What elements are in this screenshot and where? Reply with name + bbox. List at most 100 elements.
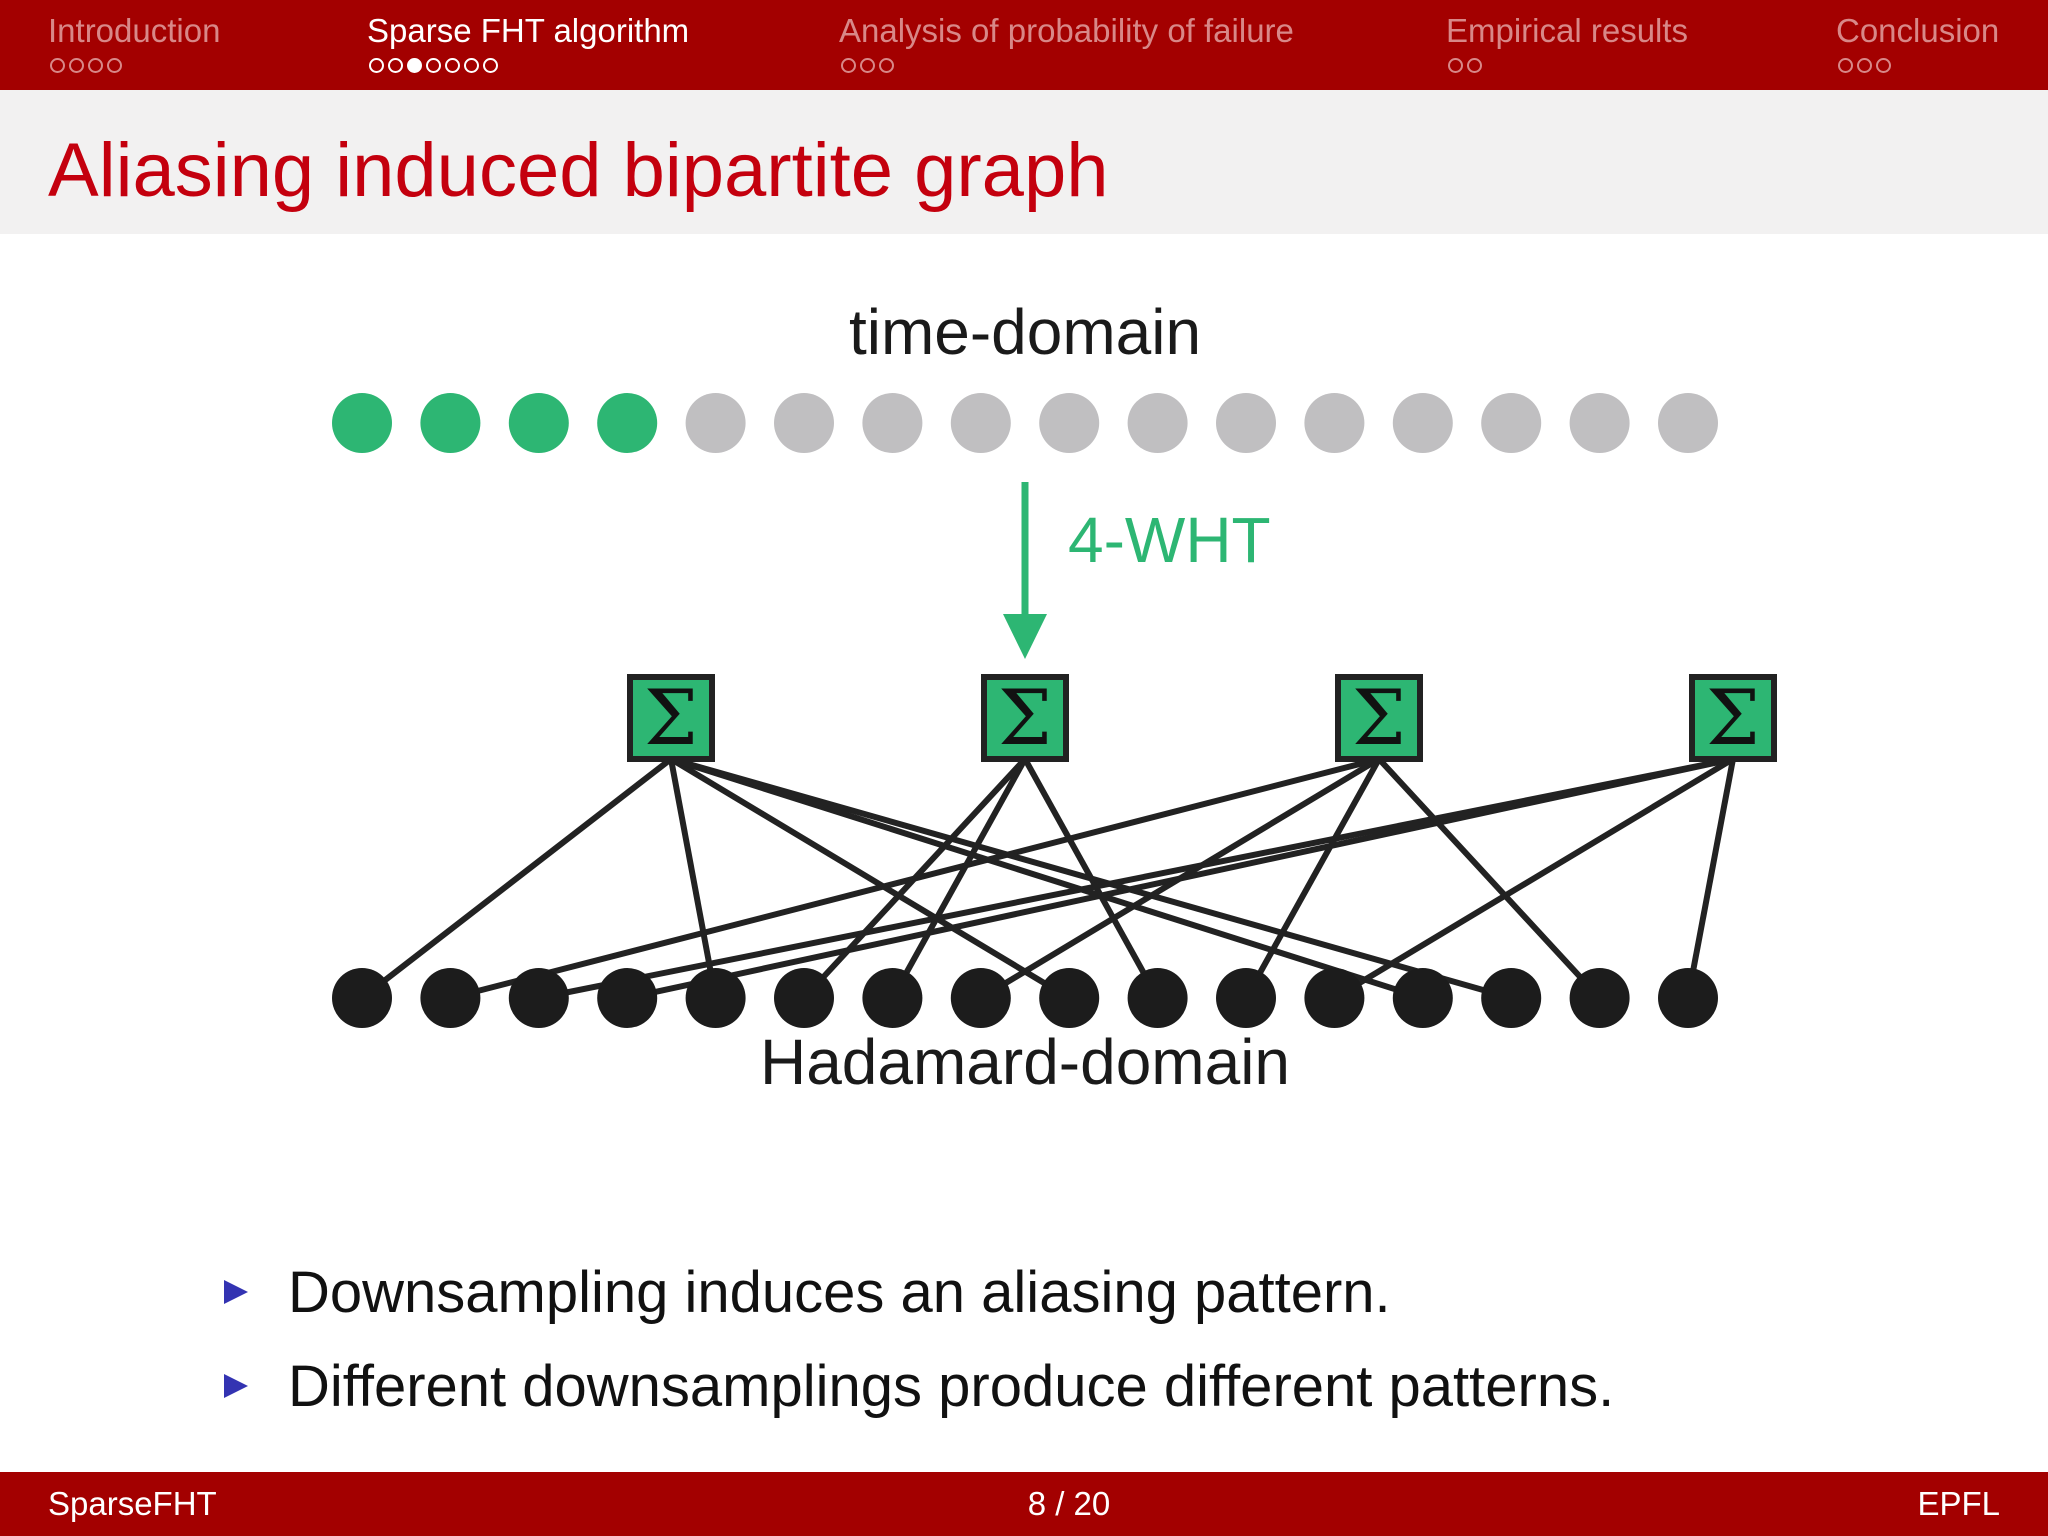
nav-section-label: Sparse FHT algorithm — [367, 12, 690, 49]
alias-edge — [668, 758, 719, 999]
nav-slide-dot[interactable] — [1876, 58, 1891, 73]
time-node — [1039, 393, 1100, 453]
nav-section-conclusion[interactable]: Conclusion — [1836, 10, 1999, 73]
nav-slide-dots — [50, 58, 220, 73]
time-node — [1304, 393, 1365, 453]
nav-slide-dots — [369, 58, 689, 73]
sum-check-node: Σ — [1689, 673, 1777, 762]
hadamard-node — [774, 968, 834, 1028]
nav-slide-dot[interactable] — [388, 58, 403, 73]
time-node — [1569, 393, 1630, 453]
sum-check-node: Σ — [1335, 673, 1423, 762]
nav-slide-dot[interactable] — [464, 58, 479, 73]
hadamard-node — [862, 968, 923, 1028]
nav-slide-dot[interactable] — [69, 58, 84, 73]
section-navbar: Introduction Sparse FHT algorithm Analys… — [0, 0, 2048, 90]
alias-edges — [360, 756, 1736, 1001]
alias-edge — [670, 756, 1424, 1001]
hadamard-node — [1216, 968, 1276, 1028]
hadamard-domain-nodes — [332, 968, 1718, 1028]
hadamard-node — [597, 968, 658, 1028]
time-node — [1658, 393, 1718, 453]
nav-section-sparse-fht-algorithm[interactable]: Sparse FHT algorithm — [367, 10, 689, 73]
alias-edge — [1243, 757, 1382, 1000]
sum-box — [981, 674, 1069, 762]
sum-symbol: Σ — [1352, 673, 1406, 762]
hadamard-node — [1127, 968, 1188, 1028]
nav-slide-dot[interactable] — [50, 58, 65, 73]
nav-slide-dot[interactable] — [483, 58, 498, 73]
time-node — [774, 393, 834, 453]
hadamard-node — [1392, 968, 1453, 1028]
title-bar: Aliasing induced bipartite graph — [0, 90, 2048, 234]
nav-slide-dot[interactable] — [860, 58, 875, 73]
hadamard-node — [332, 968, 392, 1028]
nav-slide-dots — [1838, 58, 1999, 73]
footer-institution: EPFL — [1917, 1485, 2000, 1522]
time-node — [1481, 393, 1542, 453]
sum-box — [627, 674, 715, 762]
hadamard-node — [1658, 968, 1718, 1028]
nav-section-label: Conclusion — [1836, 12, 2000, 49]
sum-symbol: Σ — [1706, 673, 1760, 762]
hadamard-node — [1481, 968, 1542, 1028]
sum-check-node: Σ — [627, 673, 715, 762]
sum-box — [1689, 674, 1777, 762]
alias-edge — [801, 756, 1028, 1001]
time-node — [1392, 393, 1453, 453]
nav-section-label: Empirical results — [1446, 12, 1689, 49]
time-node — [685, 393, 746, 453]
sum-symbol: Σ — [998, 673, 1052, 762]
nav-section-analysis[interactable]: Analysis of probability of failure — [839, 10, 1294, 73]
bullet-triangle-icon — [224, 1374, 248, 1398]
time-domain-label: time-domain — [849, 296, 1201, 368]
nav-slide-dot[interactable] — [445, 58, 460, 73]
sampled-time-node — [420, 393, 481, 453]
nav-slide-dot[interactable] — [407, 58, 422, 73]
nav-slide-dot[interactable] — [1857, 58, 1872, 73]
nav-slide-dot[interactable] — [369, 58, 384, 73]
hadamard-node — [685, 968, 746, 1028]
nav-slide-dot[interactable] — [426, 58, 441, 73]
alias-edge — [360, 756, 673, 1001]
hadamard-domain-label: Hadamard-domain — [760, 1026, 1290, 1098]
nav-slide-dots — [1448, 58, 1688, 73]
footer-bar: SparseFHT 8 / 20 EPFL — [0, 1472, 2048, 1536]
bullet-item: Different downsamplings produce differen… — [220, 1339, 1614, 1433]
time-domain-nodes — [332, 393, 1718, 453]
hadamard-node — [950, 968, 1011, 1028]
hadamard-node — [1304, 968, 1365, 1028]
bullet-list: Downsampling induces an aliasing pattern… — [220, 1245, 1614, 1433]
nav-slide-dot[interactable] — [1448, 58, 1463, 73]
bullet-text: Different downsamplings produce differen… — [288, 1353, 1615, 1419]
nav-section-label: Introduction — [48, 12, 221, 49]
bullet-triangle-icon — [224, 1280, 248, 1304]
nav-slide-dot[interactable] — [88, 58, 103, 73]
nav-section-label: Analysis of probability of failure — [839, 12, 1294, 49]
nav-section-empirical-results[interactable]: Empirical results — [1446, 10, 1688, 73]
footer-short-title: SparseFHT — [48, 1485, 217, 1522]
bullet-text: Downsampling induces an aliasing pattern… — [288, 1259, 1391, 1325]
hadamard-node — [1569, 968, 1630, 1028]
sampled-time-node — [332, 393, 392, 453]
nav-slide-dot[interactable] — [841, 58, 856, 73]
nav-slide-dot[interactable] — [1467, 58, 1482, 73]
wht-arrow — [1003, 482, 1047, 659]
alias-edge — [1332, 756, 1735, 1001]
alias-edge — [1376, 756, 1602, 1001]
nav-slide-dots — [841, 58, 1294, 73]
nav-slide-dot[interactable] — [1838, 58, 1853, 73]
sampled-time-node — [597, 393, 658, 453]
nav-slide-dot[interactable] — [107, 58, 122, 73]
wht-arrow-label: 4-WHT — [1068, 504, 1271, 576]
sum-box — [1335, 674, 1423, 762]
nav-section-introduction[interactable]: Introduction — [48, 10, 220, 73]
arrow-head — [1003, 614, 1047, 659]
nav-slide-dot[interactable] — [879, 58, 894, 73]
footer-page-number: 8 / 20 — [1027, 1485, 1111, 1522]
alias-edge — [1685, 758, 1736, 999]
sampled-time-node — [508, 393, 569, 453]
time-node — [1127, 393, 1188, 453]
time-node — [1216, 393, 1276, 453]
